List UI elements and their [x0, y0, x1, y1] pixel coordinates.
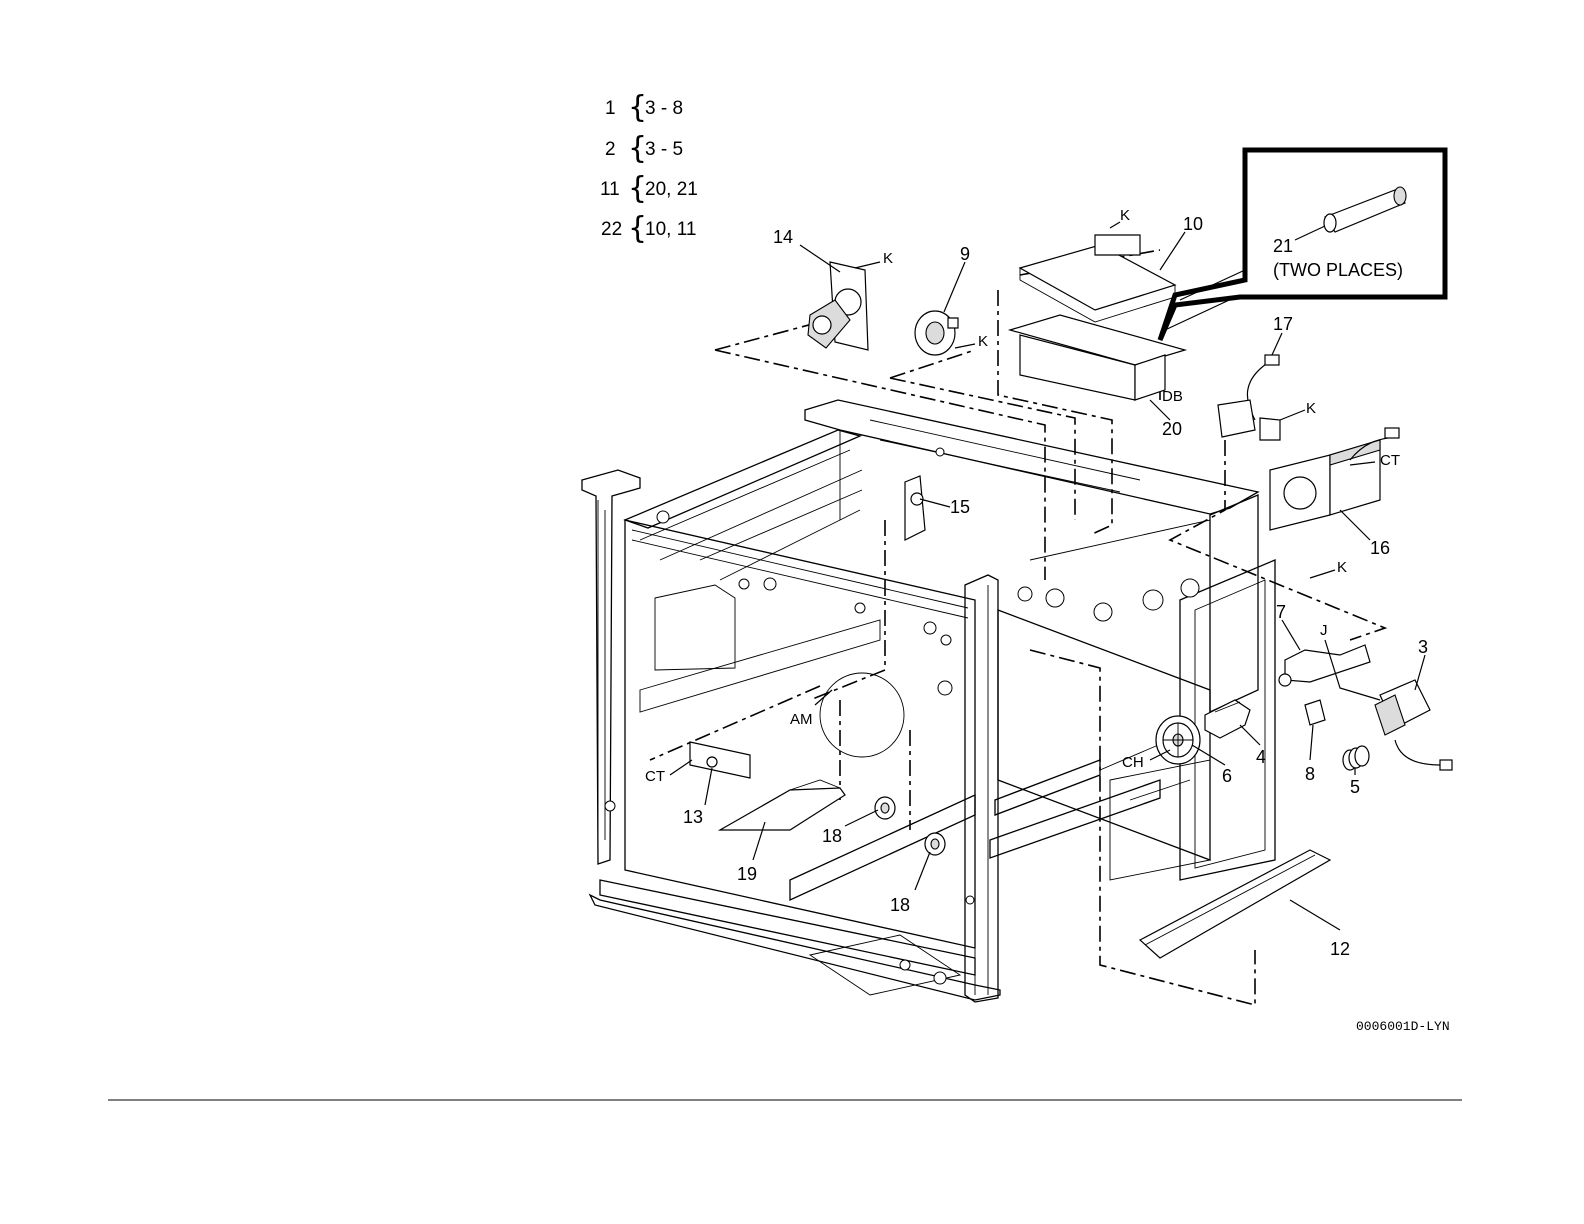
part-gear-6: [1156, 716, 1200, 764]
part-bracket-13: [690, 742, 750, 778]
legend-row-1-children: 3 - 8: [645, 98, 683, 119]
drawing-id: 0006001D-LYN: [1356, 1019, 1450, 1034]
callout-10: 10: [1183, 214, 1203, 234]
callout-k-10: K: [1120, 207, 1130, 224]
part-bearing-9: [915, 311, 958, 355]
part-spring-5: [1343, 746, 1369, 770]
callout-k-9: K: [978, 333, 988, 350]
part-bracket-14: [808, 262, 868, 350]
legend-row-3-parent: 11: [600, 179, 620, 200]
callout-5: 5: [1350, 777, 1360, 797]
callout-j: J: [1320, 622, 1328, 639]
frame-assembly: [582, 400, 1275, 1002]
callout-15: 15: [950, 497, 970, 517]
inset-fuse: [1160, 150, 1445, 340]
part-link-7: [1279, 645, 1370, 686]
callout-ct-13: CT: [645, 768, 665, 785]
parts-legend: 1 { 3 - 8 2 { 3 - 5 11 { 20, 21 22 { 10,…: [600, 90, 698, 246]
callout-6: 6: [1222, 766, 1232, 786]
callout-18-upper: 18: [822, 826, 842, 846]
callout-ch: CH: [1122, 754, 1144, 771]
callout-18-lower: 18: [890, 895, 910, 915]
legend-row-4-parent: 22: [601, 219, 622, 240]
callout-17: 17: [1273, 314, 1293, 334]
callout-am: AM: [790, 711, 813, 728]
part-guide-19: [720, 780, 845, 830]
callout-labels: 14 K 9 K K 10 DB 20 17 K CT 16 15 K 7 J …: [645, 207, 1428, 959]
inset-callout-21: 21: [1273, 236, 1293, 256]
part-roller-18b: [925, 833, 945, 855]
legend-row-4-children: 10, 11: [645, 219, 696, 240]
part-motor-16: [1270, 428, 1399, 530]
callout-14: 14: [773, 227, 793, 247]
legend-row-1-parent: 1: [605, 98, 616, 119]
callout-7: 7: [1276, 602, 1286, 622]
callout-4: 4: [1256, 747, 1266, 767]
part-latch-8: [1305, 700, 1325, 725]
part-module-20: [1010, 315, 1185, 400]
callout-k-14: K: [883, 250, 893, 267]
part-strip-12: [1140, 850, 1330, 958]
callout-16: 16: [1370, 538, 1390, 558]
legend-row-2-children: 3 - 5: [645, 139, 683, 160]
part-roller-18a: [875, 797, 895, 819]
callout-k-17: K: [1306, 400, 1316, 417]
legend-row-2-parent: 2: [605, 139, 616, 160]
callout-ct-16: CT: [1380, 452, 1400, 469]
inset-note: (TWO PLACES): [1273, 260, 1403, 280]
part-bracket-15: [905, 476, 925, 540]
callout-9: 9: [960, 244, 970, 264]
callout-8: 8: [1305, 764, 1315, 784]
callout-20: 20: [1162, 419, 1182, 439]
callout-13: 13: [683, 807, 703, 827]
callout-19: 19: [737, 864, 757, 884]
callout-3: 3: [1418, 637, 1428, 657]
callout-12: 12: [1330, 939, 1350, 959]
part-harness-17: [1218, 355, 1280, 440]
legend-row-3-children: 20, 21: [645, 179, 698, 200]
part-solenoid-3: [1375, 680, 1452, 770]
callout-k-frame: K: [1337, 559, 1347, 576]
callout-db: DB: [1162, 388, 1183, 405]
part-actuator-4: [1205, 700, 1250, 738]
part-cover-10: [1020, 235, 1175, 322]
